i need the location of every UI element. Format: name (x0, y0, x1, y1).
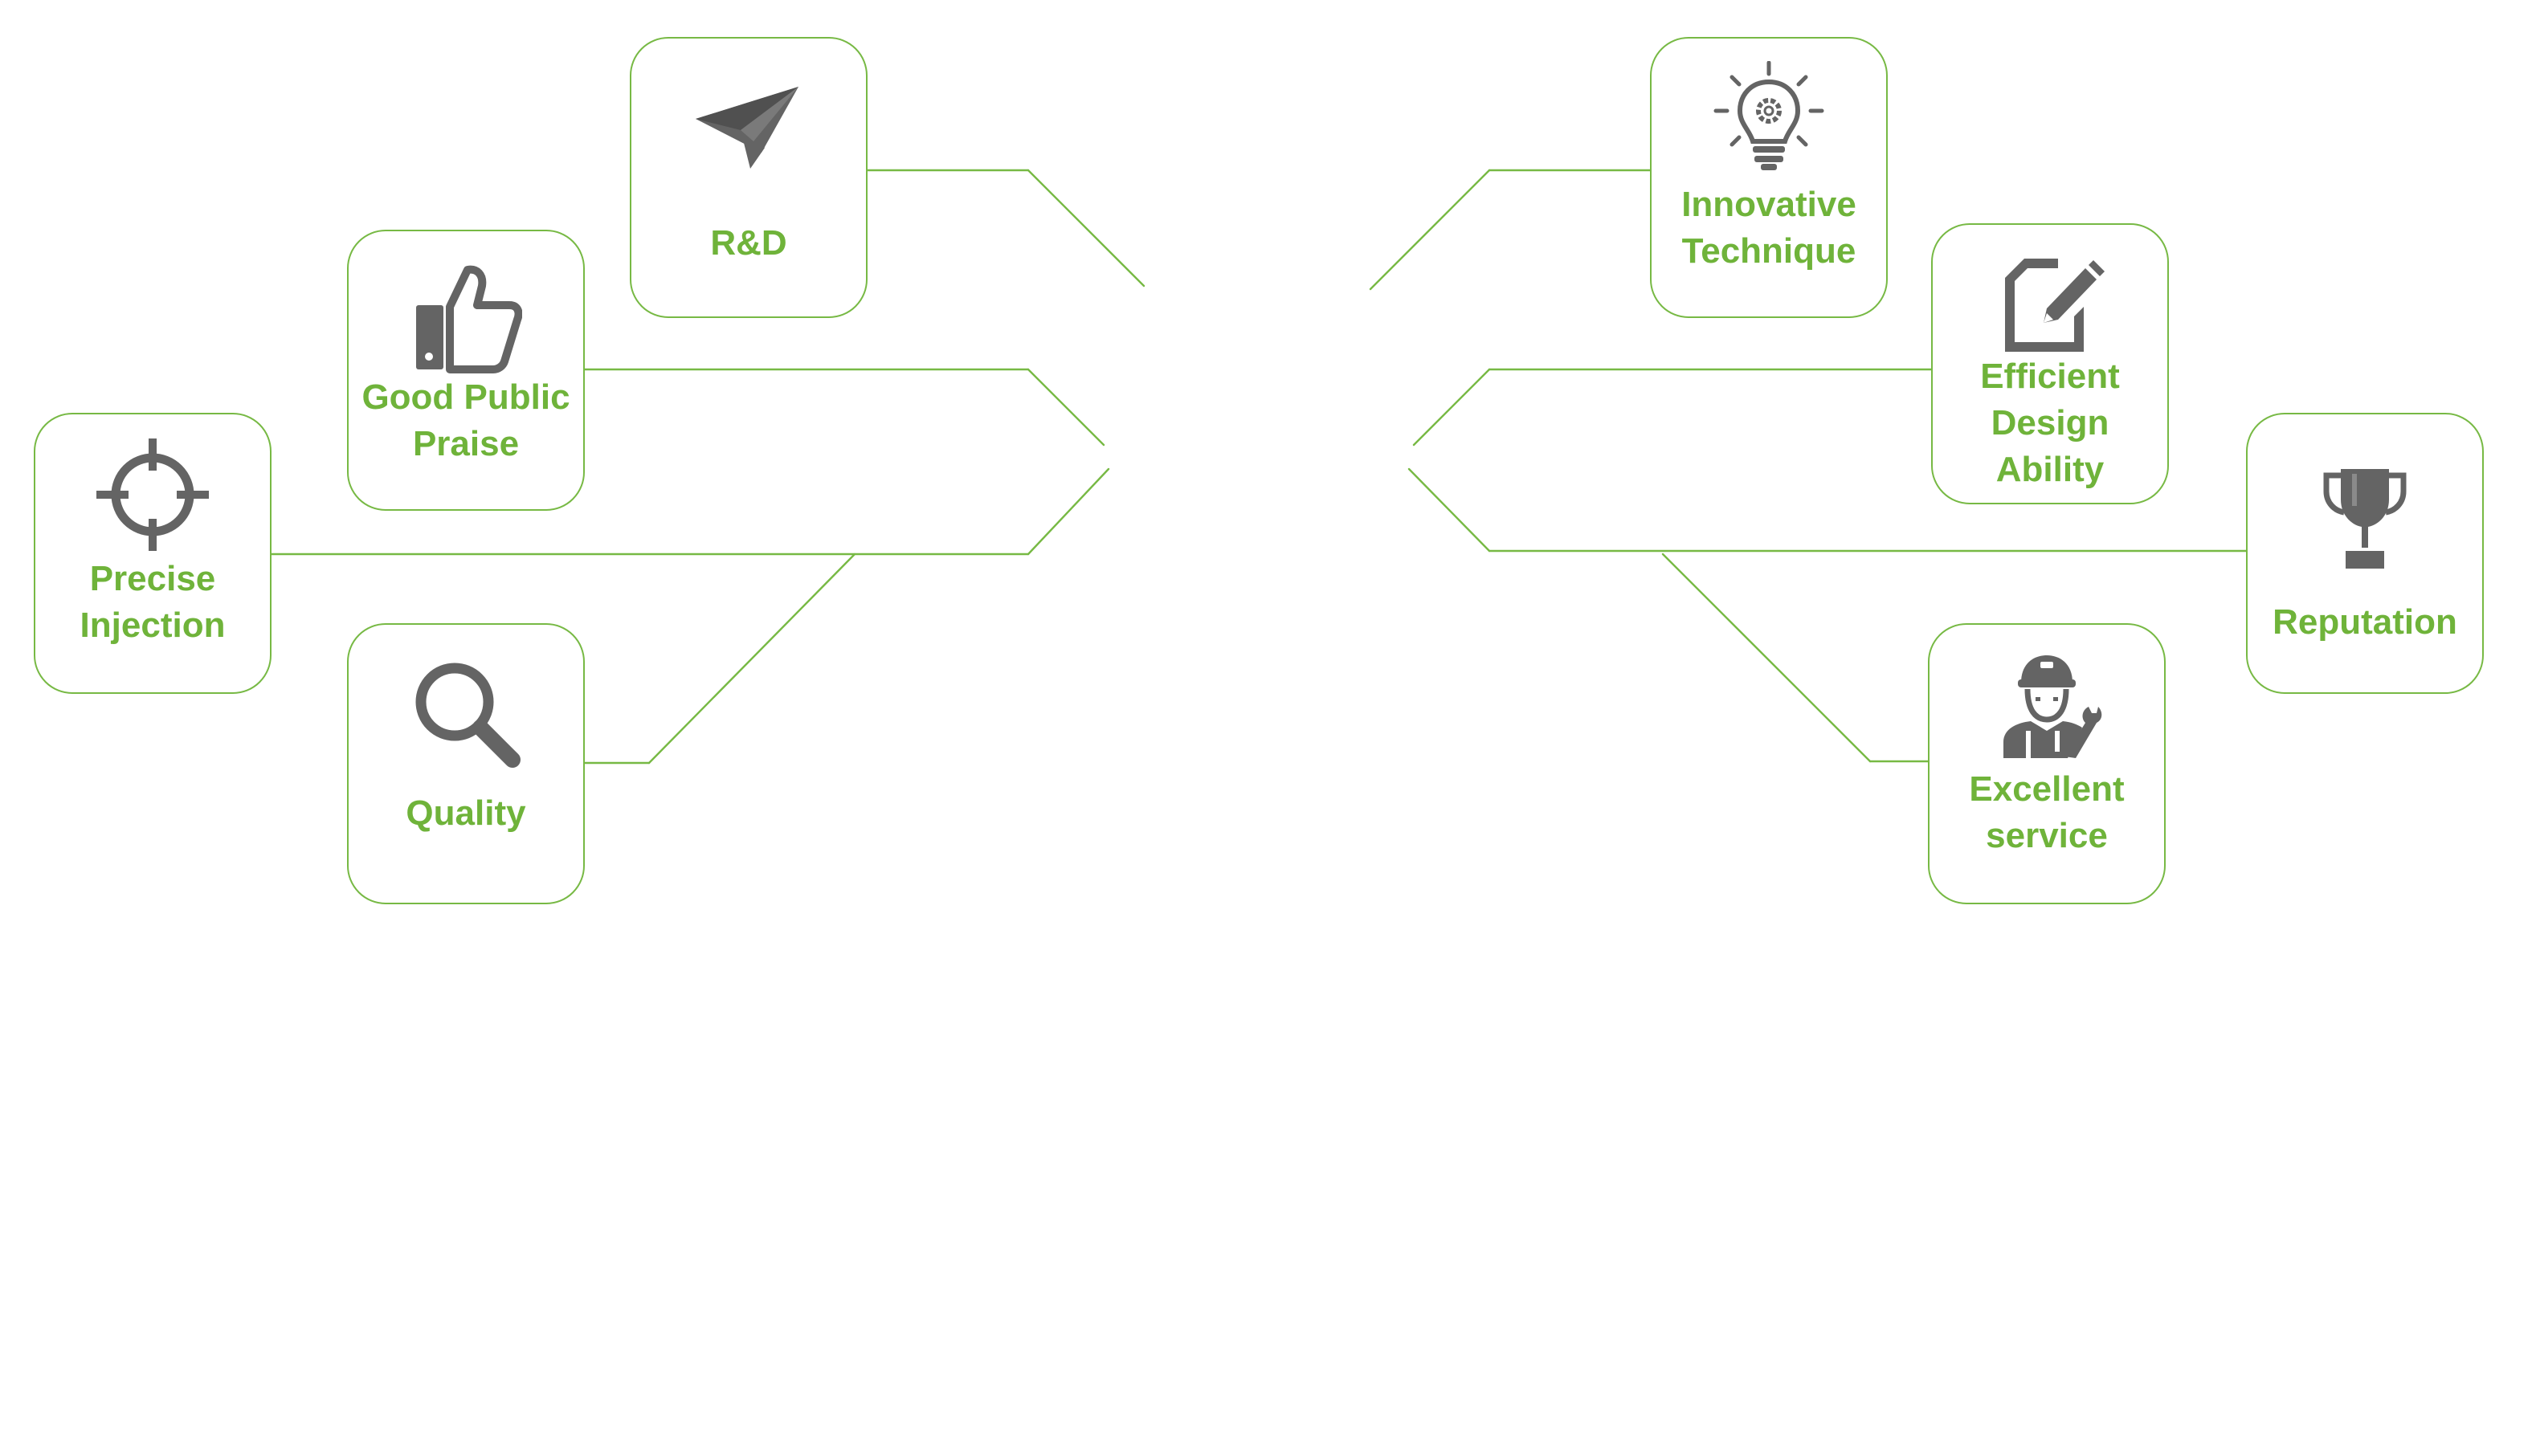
connector-efficient-diagonal (1412, 368, 1491, 447)
card-precise-injection: Precise Injection (34, 413, 272, 694)
card-good-public-praise-label: Good Public Praise (361, 374, 570, 467)
edit-pen-icon (1994, 244, 2106, 357)
lightbulb-gear-icon (1713, 61, 1825, 173)
connector-innovative-diagonal (1369, 169, 1491, 291)
card-efficient-design-ability-label-line-2: Design (1991, 403, 2109, 443)
card-rd-label-line: R&D (710, 223, 787, 263)
card-precise-injection-label: Precise Injection (80, 556, 226, 649)
card-precise-injection-label-line-2: Injection (80, 606, 226, 645)
card-rd-label: R&D (710, 220, 786, 267)
card-reputation-label-line: Reputation (2273, 602, 2457, 642)
connector-reputation-diagonal (1407, 467, 1491, 553)
card-excellent-service-label-line-2: service (1986, 816, 2108, 855)
card-excellent-service: Excellent service (1928, 623, 2166, 904)
connector-rd-diagonal (1027, 169, 1145, 288)
card-reputation-label: Reputation (2273, 599, 2457, 646)
card-precise-injection-label-line-1: Precise (89, 559, 216, 598)
card-excellent-service-label: Excellent service (1969, 766, 2124, 859)
card-efficient-design-ability-label-line-1: Efficient (1980, 357, 2120, 396)
card-rd: R&D (630, 37, 868, 318)
card-quality: Quality (347, 623, 585, 904)
magnifier-icon (410, 657, 522, 769)
connector-praise-diagonal (1027, 368, 1105, 447)
card-efficient-design-ability-label-line-3: Ability (1995, 450, 2105, 489)
card-innovative-technique-label: Innovative Technique (1681, 181, 1856, 275)
card-efficient-design-ability: Efficient Design Ability (1931, 223, 2169, 504)
card-quality-label-line: Quality (406, 793, 526, 833)
paper-plane-icon (692, 84, 805, 196)
thumbs-up-icon (410, 262, 522, 374)
card-good-public-praise: Good Public Praise (347, 230, 585, 511)
card-reputation: Reputation (2246, 413, 2484, 694)
trophy-icon (2309, 463, 2421, 575)
connector-precise-diagonal (1027, 467, 1110, 556)
crosshair-icon (96, 438, 209, 551)
card-good-public-praise-label-line-1: Good Public (361, 377, 570, 417)
connector-excellent-diagonal (1661, 553, 1872, 763)
mechanic-icon (1991, 649, 2103, 761)
card-innovative-technique: Innovative Technique (1650, 37, 1888, 318)
connector-quality-diagonal (647, 553, 856, 765)
card-innovative-technique-label-line-2: Technique (1681, 231, 1856, 271)
card-excellent-service-label-line-1: Excellent (1969, 769, 2125, 809)
card-innovative-technique-label-line-1: Innovative (1681, 185, 1856, 224)
card-efficient-design-ability-label: Efficient Design Ability (1980, 353, 2120, 493)
card-quality-label: Quality (406, 790, 525, 837)
card-good-public-praise-label-line-2: Praise (412, 424, 520, 463)
